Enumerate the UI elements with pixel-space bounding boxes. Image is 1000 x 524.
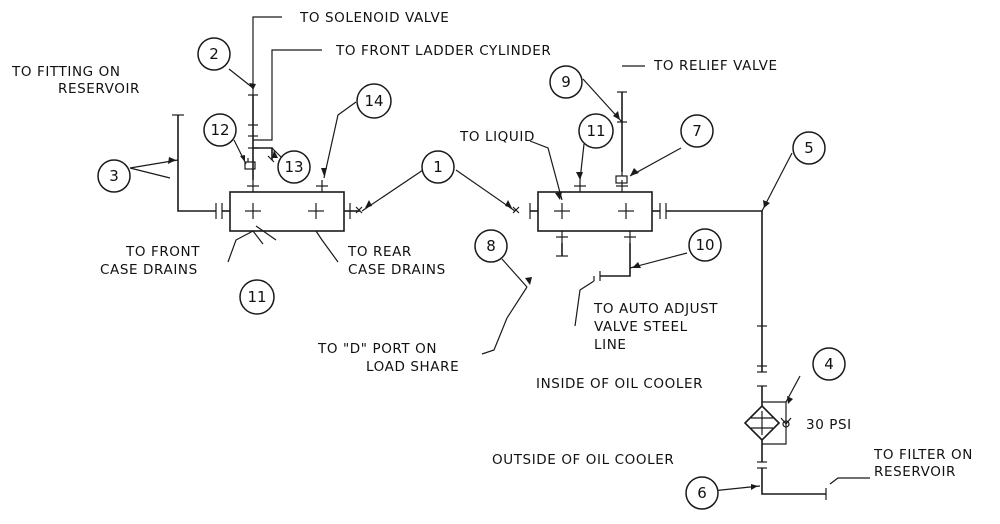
callout-4: 4 [812,347,846,381]
callout-5: 5 [792,131,826,165]
svg-text:11: 11 [586,122,605,140]
svg-text:4: 4 [824,355,834,373]
callout-8: 8 [474,229,508,263]
label-relief-valve: TO RELIEF VALVE [653,58,778,74]
line-to-auto-adjust [600,243,631,277]
right-manifold-ports [554,180,636,243]
callout-6: 6 [685,476,719,510]
svg-text:11: 11 [247,288,266,306]
label-d-port-1: TO "D" PORT ON [317,341,437,357]
label-filter-reservoir-1: TO FILTER ON [873,447,973,463]
svg-text:14: 14 [364,92,383,110]
svg-text:10: 10 [695,236,714,254]
label-to-liquid: TO LIQUID [459,129,535,145]
callout-13: 13 [277,150,311,184]
svg-text:13: 13 [284,158,303,176]
svg-text:2: 2 [209,45,219,63]
callout-11-left: 11 [239,279,275,315]
left-manifold-ports [245,180,328,219]
label-auto-adjust-3: LINE [594,337,627,353]
label-inside-oil-cooler: INSIDE OF OIL COOLER [536,376,703,392]
label-outside-oil-cooler: OUTSIDE OF OIL COOLER [492,452,674,468]
line-to-reservoir-fitting [177,115,216,212]
svg-text:3: 3 [109,167,119,185]
label-auto-adjust-1: TO AUTO ADJUST [593,301,718,317]
fitting-12 [244,161,256,170]
label-front-case-drains-2: CASE DRAINS [100,262,198,278]
svg-text:6: 6 [697,484,707,502]
label-fitting-reservoir-1: TO FITTING ON [11,64,121,80]
label-30-psi: 30 PSI [806,417,852,433]
callout-2: 2 [197,37,231,71]
label-front-case-drains-1: TO FRONT [125,244,200,260]
callout-11-right: 11 [578,113,614,149]
svg-text:8: 8 [486,237,496,255]
callout-14: 14 [356,83,392,119]
callout-10: 10 [688,228,722,262]
label-d-port-2: LOAD SHARE [366,359,459,375]
callout-1: 1 [421,150,455,184]
callout-9: 9 [549,65,583,99]
label-filter-reservoir-2: RESERVOIR [874,464,956,480]
callout-12: 12 [203,113,237,147]
label-fitting-reservoir-2: RESERVOIR [58,81,140,97]
front-ladder-tee [253,147,273,160]
svg-text:5: 5 [804,139,814,157]
line-to-filter [761,468,826,495]
oil-cooler-symbol [743,404,781,442]
label-auto-adjust-2: VALVE STEEL [594,319,688,335]
svg-text:12: 12 [210,121,229,139]
svg-text:7: 7 [692,122,702,140]
callout-3: 3 [97,159,131,193]
callout-7: 7 [680,114,714,148]
svg-text:9: 9 [561,73,571,91]
svg-text:1: 1 [433,158,443,176]
arrowheads [168,83,793,490]
label-rear-case-drains-1: TO REAR [347,244,412,260]
bypass-check-valve [762,401,792,445]
label-rear-case-drains-2: CASE DRAINS [348,262,446,278]
label-solenoid-valve: TO SOLENOID VALVE [299,10,449,26]
label-front-ladder-cylinder: TO FRONT LADDER CYLINDER [335,43,551,59]
